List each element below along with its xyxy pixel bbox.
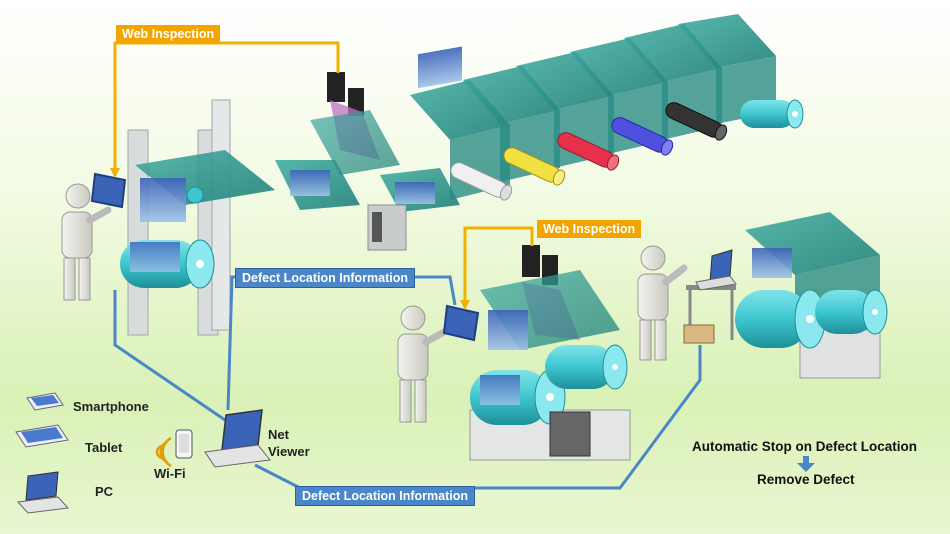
web-inspection-label-top: Web Inspection xyxy=(116,25,221,43)
defect-location-label-lower: Defect Location Information xyxy=(295,486,475,506)
defect-location-label-upper: Defect Location Information xyxy=(235,268,415,288)
down-arrow-icon xyxy=(797,456,815,472)
legend-smartphone-label: Smartphone xyxy=(73,399,149,414)
right-rewind-machine xyxy=(735,212,888,379)
smartphone-device xyxy=(175,429,193,459)
automatic-stop-note: Automatic Stop on Defect Location xyxy=(692,439,918,454)
pc-workstation-right xyxy=(683,249,737,344)
net-viewer-label: Net Viewer xyxy=(268,427,310,459)
net-viewer-laptop xyxy=(204,409,271,468)
center-inspection-unit xyxy=(310,72,460,251)
printing-press xyxy=(410,14,804,201)
operator-mid xyxy=(397,305,448,423)
legend-pc-label: PC xyxy=(95,484,114,499)
tablet-icon xyxy=(15,424,69,448)
pc-icon xyxy=(16,471,70,514)
wifi-icon xyxy=(155,436,172,468)
operator-left xyxy=(61,183,112,301)
legend-tablet-label: Tablet xyxy=(85,440,123,455)
web-inspection-label-mid: Web Inspection xyxy=(537,220,642,238)
wifi-label: Wi-Fi xyxy=(154,466,186,481)
smartphone-icon xyxy=(26,392,64,411)
left-inspection-machine xyxy=(120,99,360,336)
tablet-device-mid xyxy=(442,304,480,342)
mid-inspection-machine xyxy=(469,245,631,461)
tablet-device-left xyxy=(90,172,127,209)
print-rolls xyxy=(450,99,804,201)
remove-defect-note: Remove Defect xyxy=(757,472,855,487)
operator-right xyxy=(637,245,688,361)
